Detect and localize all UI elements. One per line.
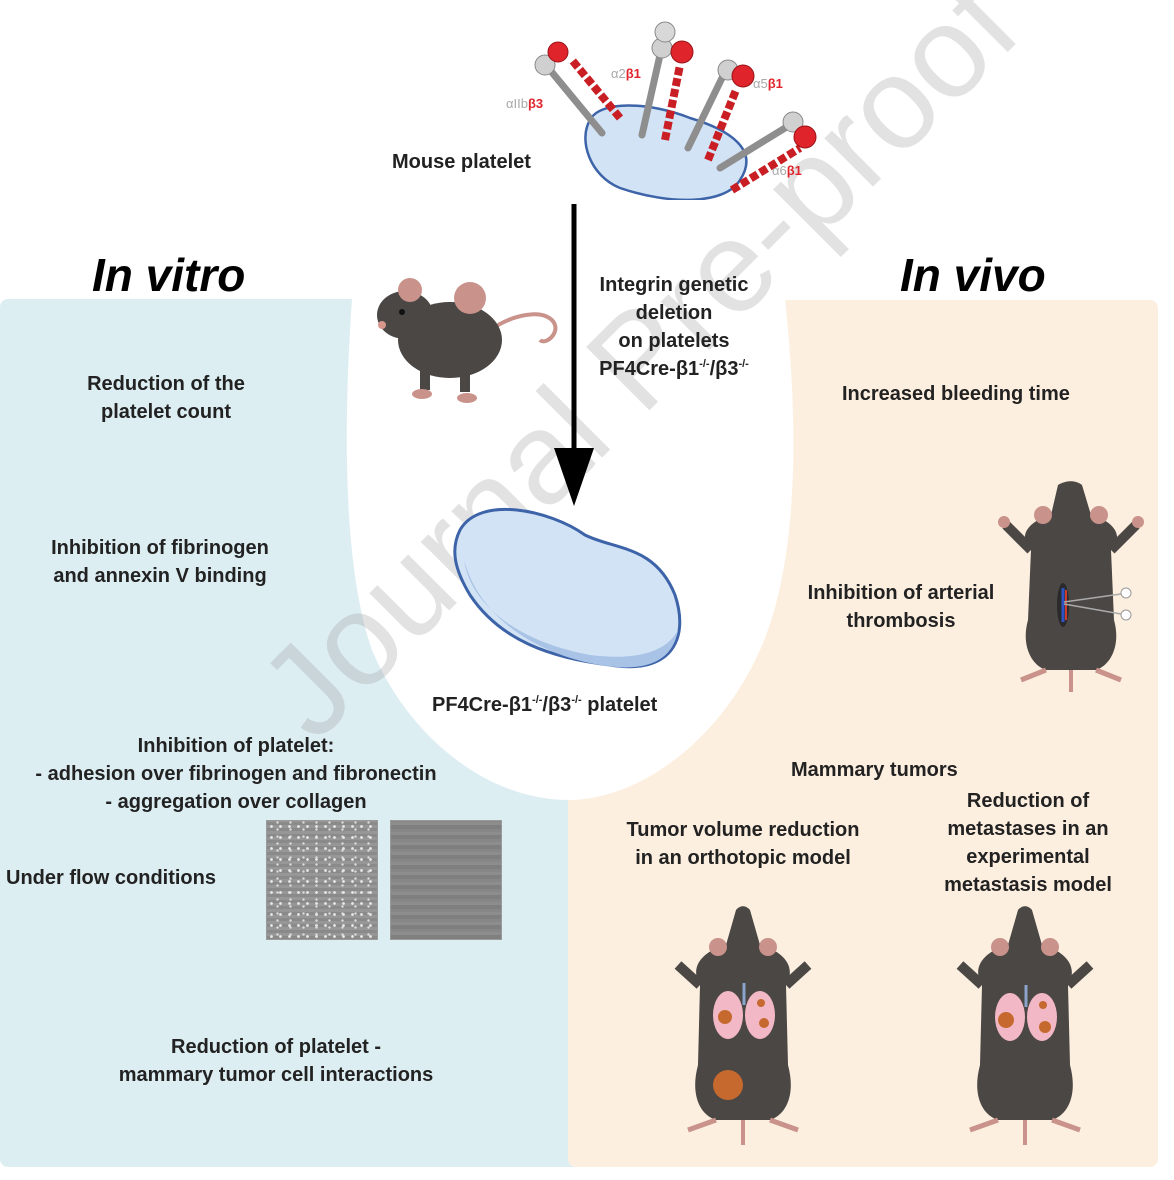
ko-platelet-icon [453,508,682,669]
mouse-orthotopic-model-icon [674,906,812,1145]
in-vivo-heading: In vivo [900,249,1046,301]
microscopy-image-control [266,820,378,940]
integrin-label-a2b1: α2β1 [611,66,641,81]
platelet-body [584,104,748,200]
ko-platelet-label: PF4Cre-β1-/-/β3-/- platelet [432,694,658,716]
integrin-aIIbb3-icon [534,41,624,137]
integrin-a2b1-icon [638,21,694,141]
genotype-label: PF4Cre-β1-/-/β3-/- [599,358,749,380]
integrin-label-a5b1: α5β1 [753,76,783,91]
integrin-a5b1-icon [684,59,755,162]
in-vitro-item-flow-conditions: Under flow conditions [6,867,216,889]
in-vivo-item-bleeding-time: Increased bleeding time [842,383,1070,405]
microscopy-image-knockout [390,820,502,940]
in-vitro-item-adhesion-aggregation: Inhibition of platelet:- adhesion over f… [35,735,437,813]
arrow-label: Integrin genetic deletion on platelets P… [586,271,762,383]
mouse-platelet-label: Mouse platelet [392,151,531,173]
in-vitro-heading: In vitro [92,249,246,301]
mouse-thrombosis-model-icon [998,481,1144,692]
integrin-label-a6b1: α6β1 [772,163,802,178]
mouse-platelet-illustration [534,21,817,200]
mouse-metastasis-model-icon [956,906,1094,1145]
mouse-icon [377,278,558,403]
down-arrow-icon [554,204,594,506]
in-vivo-mammary-tumors-title: Mammary tumors [791,759,958,781]
integrin-a6b1-icon [716,111,817,194]
in-vitro-item-tumor-interactions: Reduction of platelet -mammary tumor cel… [118,1036,434,1086]
integrin-label-aIIbb3: αIIbβ3 [506,96,544,111]
